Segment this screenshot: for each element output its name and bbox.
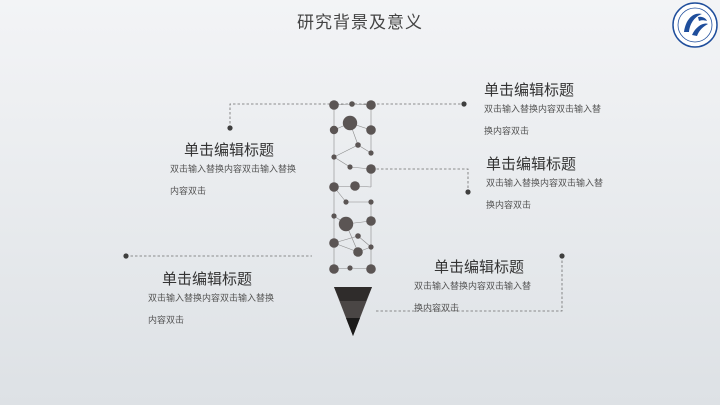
block-heading[interactable]: 单击编辑标题 [484,81,575,99]
slide-title[interactable]: 研究背景及意义 [297,13,423,33]
block-heading[interactable]: 单击编辑标题 [162,270,253,288]
block-heading[interactable]: 单击编辑标题 [486,155,577,173]
text-block-bottom-left[interactable]: 单击编辑标题 双击输入替换内容双击输入替换内容双击 [148,270,282,332]
text-block-top-right[interactable]: 单击编辑标题 双击输入替换内容双击输入替换内容双击 [484,81,608,143]
text-block-mid-right[interactable]: 单击编辑标题 双击输入替换内容双击输入替换内容双击 [486,155,610,217]
block-body[interactable]: 双击输入替换内容双击输入替换内容双击 [484,105,602,137]
block-body[interactable]: 双击输入替换内容双击输入替换内容双击 [486,179,604,211]
block-body[interactable]: 双击输入替换内容双击输入替换内容双击 [148,294,275,326]
text-block-bottom-right[interactable]: 单击编辑标题 双击输入替换内容双击输入替换内容双击 [414,258,538,320]
block-body[interactable]: 双击输入替换内容双击输入替换内容双击 [414,282,532,314]
text-block-mid-left[interactable]: 单击编辑标题 双击输入替换内容双击输入替换内容双击 [170,141,300,203]
university-emblem-icon [672,2,718,48]
block-heading[interactable]: 单击编辑标题 [434,258,525,276]
block-heading[interactable]: 单击编辑标题 [184,141,275,159]
block-body[interactable]: 双击输入替换内容双击输入替换内容双击 [170,165,297,197]
